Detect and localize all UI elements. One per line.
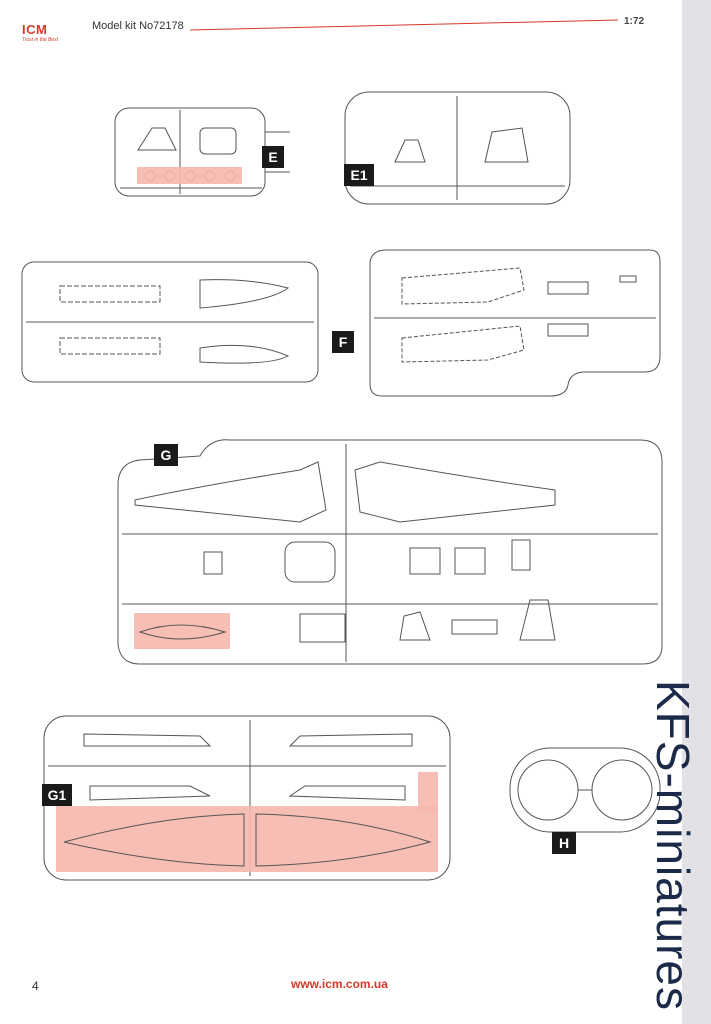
sprue-h [509,747,661,833]
watermark: KFS-miniatures [647,680,699,1011]
page-edge [682,0,711,1024]
kit-title: Model kit No72178 [92,20,184,32]
sprue-label-e1: E1 [344,164,374,186]
part-g1-5 [63,813,245,867]
sprue-f-right [369,249,661,397]
website-link[interactable]: www.icm.com.ua [291,977,388,991]
sprue-g [117,439,663,665]
sprue-label-f: F [332,331,354,353]
brand-tagline: Trust in the Best [22,37,59,43]
highlight-g1 [56,806,438,872]
sprue-f-left [21,261,319,383]
sprue-label-g: G [154,444,178,466]
sprue-label-g1: G1 [42,784,72,806]
scale-label: 1:72 [624,16,645,27]
sprue-label-e: E [262,146,284,168]
highlight-e [137,167,242,184]
brand-logo: ICM [22,22,48,37]
part-g1-6 [255,813,432,867]
sprue-label-h: H [552,832,576,854]
highlight-g1-small [418,772,438,812]
part-g13 [138,624,227,640]
highlight-g [134,613,230,649]
sprue-e1 [344,91,571,205]
header-rule [189,19,619,31]
page-number: 4 [32,979,39,993]
